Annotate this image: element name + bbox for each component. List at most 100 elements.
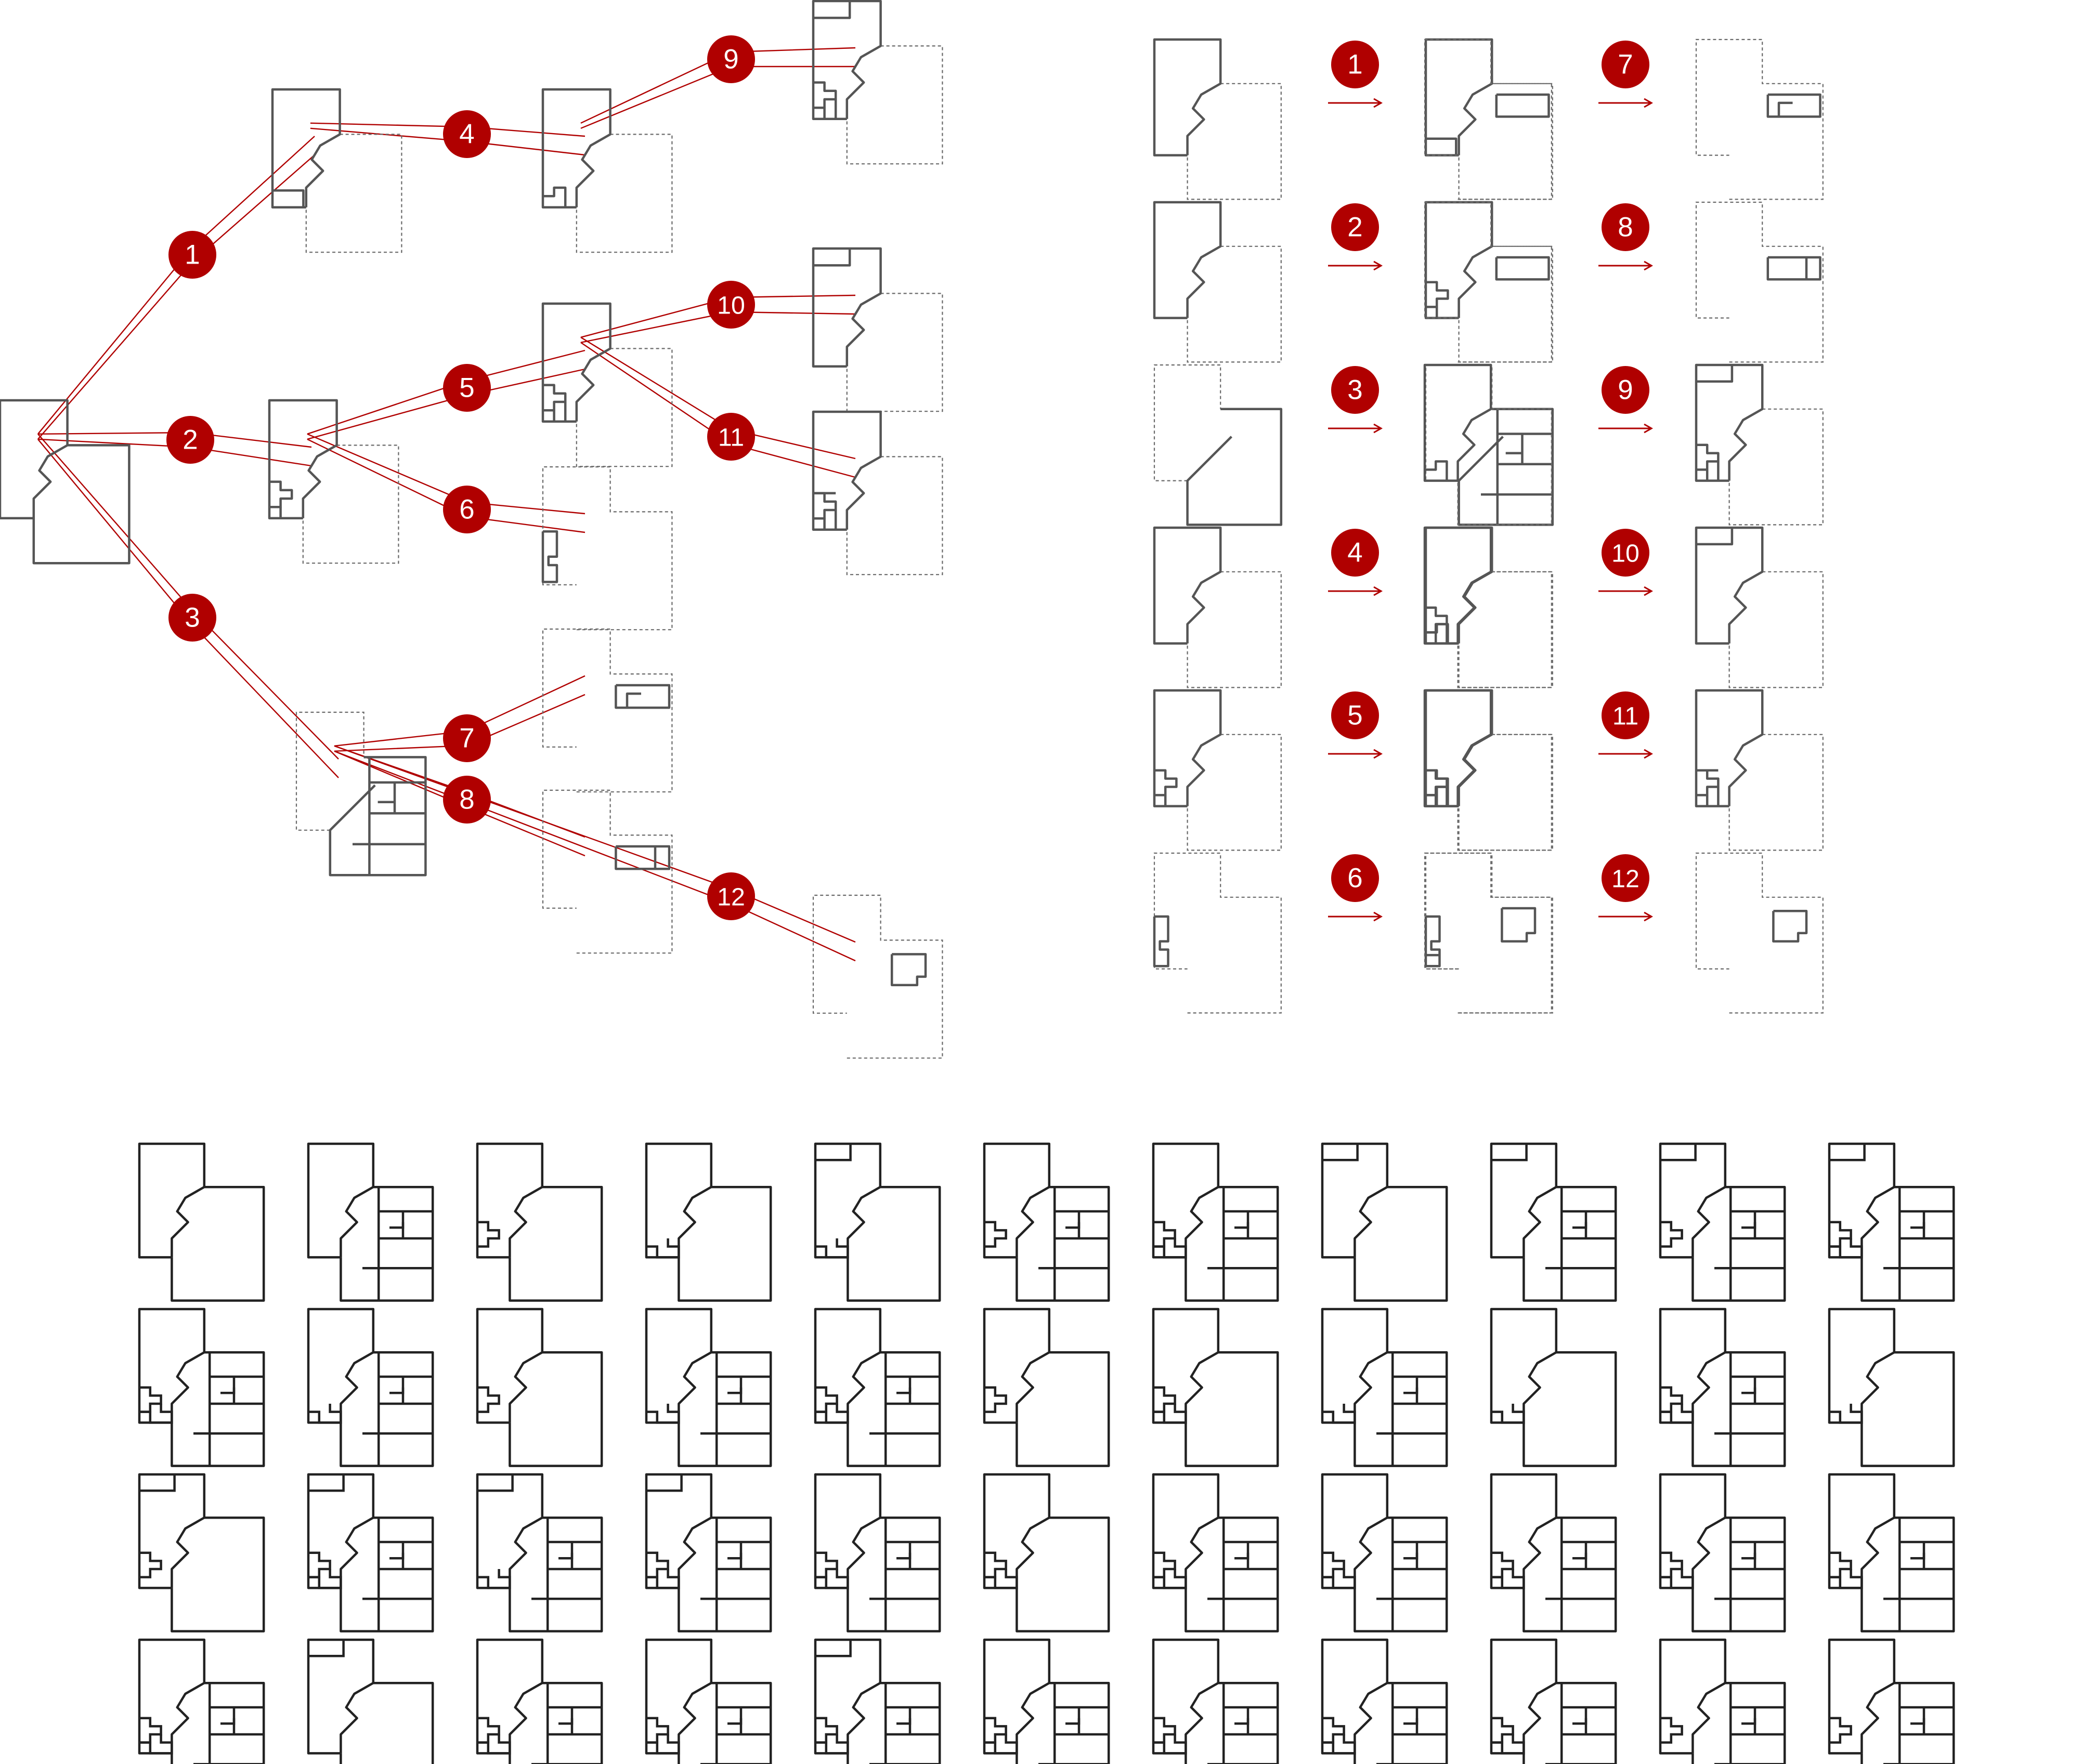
step-badge-label: 11 bbox=[718, 423, 744, 451]
plan-outline bbox=[1153, 1144, 1278, 1301]
room-r7 bbox=[1768, 95, 1820, 116]
plan-variant bbox=[1660, 1474, 1785, 1631]
wing-partition bbox=[1741, 1388, 1755, 1393]
room-a2 bbox=[1696, 770, 1718, 795]
plan-variant bbox=[308, 1640, 433, 1764]
room-bottom-left bbox=[1491, 1734, 1524, 1753]
plan-variant bbox=[1660, 1144, 1785, 1301]
room-top bbox=[1322, 1144, 1358, 1160]
wing-b bbox=[330, 757, 426, 875]
plan-variant bbox=[1491, 1144, 1616, 1301]
room-bottom-left bbox=[1491, 1404, 1524, 1422]
room-bottom-left bbox=[984, 1569, 1017, 1588]
step-badge: 2 bbox=[166, 416, 214, 464]
dashed-context bbox=[577, 348, 672, 466]
room-left-notch bbox=[815, 1718, 837, 1743]
plan-diagonal-wall bbox=[1186, 1352, 1218, 1422]
wing-partition bbox=[1910, 1222, 1924, 1227]
room-bottom-left bbox=[646, 1404, 679, 1422]
room-left-notch bbox=[984, 1718, 1006, 1743]
room-left-notch bbox=[1660, 1718, 1682, 1743]
room-bottom-left bbox=[984, 1734, 1017, 1753]
plan-variant bbox=[984, 1640, 1109, 1764]
wing-partition bbox=[1065, 1718, 1079, 1723]
room-left-notch bbox=[646, 1553, 668, 1577]
grid-cell-r4-c6 bbox=[984, 1640, 1109, 1764]
plan-outline bbox=[1829, 1474, 1954, 1631]
plan-outline bbox=[308, 1640, 433, 1764]
grid-cell-r1-c7 bbox=[1153, 1144, 1278, 1301]
wing-partition bbox=[1572, 1222, 1586, 1227]
room-top bbox=[139, 1474, 175, 1491]
room-left-notch bbox=[1322, 1718, 1344, 1743]
step-badge-label: 11 bbox=[1612, 702, 1638, 730]
step-badge: 12 bbox=[707, 872, 755, 920]
plan-diagonal-wall bbox=[510, 1187, 542, 1257]
step-badge-label: 4 bbox=[1347, 537, 1362, 568]
wing-partition bbox=[1572, 1553, 1586, 1558]
step-badge-label: 9 bbox=[1618, 374, 1633, 405]
solid-shape bbox=[627, 694, 641, 708]
step-badge-label: 6 bbox=[459, 494, 474, 525]
grid-cell-r1-c5 bbox=[815, 1144, 940, 1301]
plan-variant bbox=[1491, 1474, 1616, 1631]
plan-diagonal-wall bbox=[1017, 1187, 1049, 1257]
grid-cell-r1-c6 bbox=[984, 1144, 1109, 1301]
plan-variant bbox=[477, 1144, 602, 1301]
plan-diagonal-wall bbox=[1862, 1352, 1894, 1422]
room-bottom-left bbox=[477, 1734, 510, 1753]
wing-partition bbox=[1065, 1222, 1079, 1227]
step-badge: 10 bbox=[707, 281, 755, 329]
dashed-context bbox=[1729, 572, 1823, 688]
plan-variant bbox=[139, 1144, 264, 1301]
plan-variant bbox=[139, 1309, 264, 1466]
room-a2 bbox=[269, 482, 292, 507]
room-r7 bbox=[616, 685, 669, 708]
plan-outline bbox=[984, 1144, 1109, 1301]
room-top bbox=[308, 1474, 344, 1491]
dashed-context bbox=[306, 134, 402, 252]
room-left-notch bbox=[1153, 1553, 1175, 1577]
grid-cell-r2-c3 bbox=[477, 1309, 602, 1466]
plan-variant bbox=[1829, 1144, 1954, 1301]
grid-cell-r1-c11 bbox=[1829, 1144, 1954, 1301]
room-left-notch bbox=[1322, 1553, 1344, 1577]
dashed-context bbox=[1425, 40, 1552, 199]
room-bottom-left bbox=[815, 1734, 848, 1753]
wing-partition bbox=[1403, 1388, 1417, 1393]
grid-cell-r4-c10 bbox=[1660, 1640, 1785, 1764]
room-a2 bbox=[1154, 770, 1176, 795]
plan-outline bbox=[1153, 1474, 1278, 1631]
room-bottom-left bbox=[815, 1238, 848, 1257]
plan-diagonal-wall bbox=[1693, 1518, 1725, 1588]
plan-diagonal-wall bbox=[848, 1352, 880, 1422]
step-badge: 8 bbox=[1602, 203, 1649, 251]
wing-partition bbox=[389, 1222, 403, 1227]
step-badge: 10 bbox=[1602, 529, 1649, 577]
plan-diagonal-wall bbox=[510, 1352, 542, 1422]
plan-outline bbox=[477, 1144, 602, 1301]
step-badge: 4 bbox=[443, 110, 491, 158]
grid-cell-r2-c1 bbox=[139, 1309, 264, 1466]
step-badge: 5 bbox=[1331, 691, 1379, 739]
step-badge: 8 bbox=[443, 776, 491, 824]
grid-cell-r4-c2 bbox=[308, 1640, 433, 1764]
dashed-context bbox=[543, 790, 672, 953]
grid-cell-r3-c11 bbox=[1829, 1474, 1954, 1631]
step-badge: 4 bbox=[1331, 529, 1379, 577]
wing-partition bbox=[1910, 1718, 1924, 1723]
grid-cell-r4-c11 bbox=[1829, 1640, 1954, 1764]
grid-cell-r3-c8 bbox=[1322, 1474, 1447, 1631]
plan-diagonal-wall bbox=[510, 1518, 542, 1588]
room-bottom-left bbox=[1322, 1569, 1355, 1588]
plan-outline bbox=[308, 1474, 433, 1631]
plan-variant bbox=[308, 1474, 433, 1631]
rule-row-10: 10 bbox=[1425, 528, 1823, 687]
grid-cell-r2-c10 bbox=[1660, 1309, 1785, 1466]
dashed-context bbox=[296, 712, 364, 830]
room-top bbox=[815, 1144, 851, 1160]
room-bottom-left bbox=[1153, 1569, 1186, 1588]
rule-row-7: 7 bbox=[1425, 40, 1823, 199]
room-bottom-left bbox=[308, 1569, 341, 1588]
grid-cell-r1-c10 bbox=[1660, 1144, 1785, 1301]
